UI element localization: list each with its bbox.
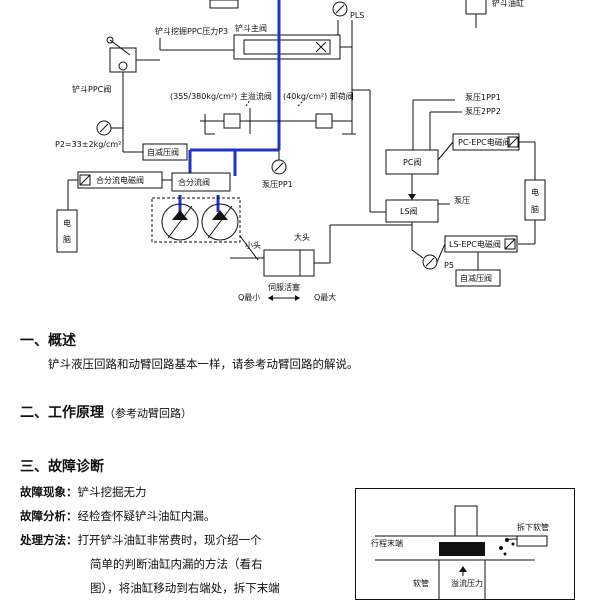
remove-hose-label: 拆下软管: [517, 522, 549, 532]
section-1-title: 一、概述: [20, 333, 76, 349]
hose-label: 软管: [413, 578, 429, 588]
servo-piston-label: 伺服活塞: [268, 282, 300, 292]
top-valve: [209, 0, 239, 9]
q-max-label: Q最大: [314, 292, 336, 302]
pump-pressure-label: 泵压: [454, 196, 470, 205]
unload-valve: [279, 90, 356, 135]
electric-brain-left-label-2: 脑: [63, 234, 71, 244]
pc-valve-label: PC阀: [403, 158, 421, 167]
bucket-ppc-pressure-label: 铲斗挖掘PPC压力P3: [155, 26, 228, 36]
diagnosis-method: 处理方法：打开铲斗油缸非常费时，现介绍一个: [20, 532, 262, 548]
big-end-label: 大头: [294, 232, 310, 242]
pump-pp1-gauge: [271, 159, 287, 175]
electric-brain-right: [524, 179, 546, 221]
section-2-subtitle: （参考动臂回路）: [104, 407, 192, 420]
main-relief-valve: [200, 99, 279, 135]
bucket-cylinder-symbol: [465, 0, 487, 28]
electric-brain-right-label-2: 脑: [531, 204, 539, 214]
method-line-2: 简单的判断油缸内漏的方法（看右: [90, 557, 263, 571]
cylinder-leak-test-figure: 拆下软管 行程末端 软管 溢流压力: [355, 488, 575, 600]
electric-brain-right-label-1: 电: [531, 187, 539, 197]
method-line-1: 打开铲斗油缸非常费时，现介绍一个: [77, 533, 262, 547]
pump-1pp1-label: 泵压1PP1: [465, 93, 501, 102]
servo-piston: [263, 249, 315, 277]
bucket-main-valve: [233, 34, 341, 60]
diagnosis-phenomenon: 故障现象：铲斗挖掘无力: [20, 484, 147, 500]
top-right-label: 铲斗油缸: [492, 0, 524, 8]
pump-2pp2-label: 泵压2PP2: [465, 107, 501, 116]
ls-epc-label: LS-EPC电磁阀: [449, 239, 501, 249]
diagnosis-analysis: 故障分析：经检查怀疑铲斗油缸内漏。: [20, 508, 216, 524]
pc-epc-label: PC-EPC电磁阀: [458, 137, 511, 147]
method-line-3: 图），将油缸移动到右端处，拆下末端: [90, 581, 280, 595]
cylinder-piston: [439, 542, 485, 556]
section-1-body: 铲斗液压回路和动臂回路基本一样，请参考动臂回路的解说。: [48, 357, 359, 371]
pls-gauge: [332, 1, 348, 17]
electric-brain-left-label-1: 电: [63, 218, 71, 228]
section-2-heading: 二、工作原理（参考动臂回路）: [20, 402, 192, 422]
analysis-label: 故障分析：: [20, 509, 78, 523]
q-min-label: Q最小: [238, 293, 260, 302]
bucket-main-valve-label: 铲斗主阀: [235, 23, 267, 33]
small-end-label: 小头: [245, 240, 261, 250]
section-3-title: 三、故障诊断: [20, 459, 104, 475]
bucket-ppc-valve: [109, 47, 137, 73]
merge-split-valve: [171, 172, 231, 192]
self-reducing-valve-2-label: 自减压阀: [460, 273, 492, 283]
relief-pressure-label: 溢流压力: [451, 578, 483, 588]
hydraulic-circuit-diagram: 铲斗油缸 PLS 铲斗主阀 铲斗挖掘PPC压力P3 铲斗PPC阀 (355/38…: [55, 0, 546, 302]
section-2-title: 二、工作原理: [20, 405, 104, 421]
cylinder-rod: [454, 505, 478, 537]
phenomenon-text: 铲斗挖掘无力: [77, 485, 147, 499]
analysis-text: 经检查怀疑铲斗油缸内漏。: [77, 509, 216, 523]
pump-pp1-label: 泵压PP1: [262, 180, 293, 189]
phenomenon-label: 故障现象：: [20, 485, 78, 499]
p2-label: P2=33±2kg/cm²: [55, 140, 121, 149]
self-reducing-valve-1-label: 自减压阀: [147, 147, 179, 157]
p5-label: P5: [444, 261, 454, 270]
stroke-end-label: 行程末端: [371, 538, 403, 548]
method-label: 处理方法：: [20, 533, 78, 547]
merge-split-solenoid-label: 合分流电磁阀: [96, 175, 144, 185]
main-pumps: [151, 197, 241, 243]
electric-brain-left: [56, 209, 78, 253]
pls-label: PLS: [350, 11, 364, 20]
merge-split-valve-label: 合分流阀: [178, 177, 210, 187]
bucket-ppc-valve-label: 铲斗PPC阀: [72, 84, 111, 94]
removed-hose: [516, 535, 548, 547]
main-relief-valve-label: (355/380kg/cm²) 主溢流阀: [170, 91, 272, 101]
ls-valve-label: LS阀: [400, 207, 418, 216]
unload-valve-label: (40kg/cm²) 卸荷阀: [283, 91, 354, 101]
